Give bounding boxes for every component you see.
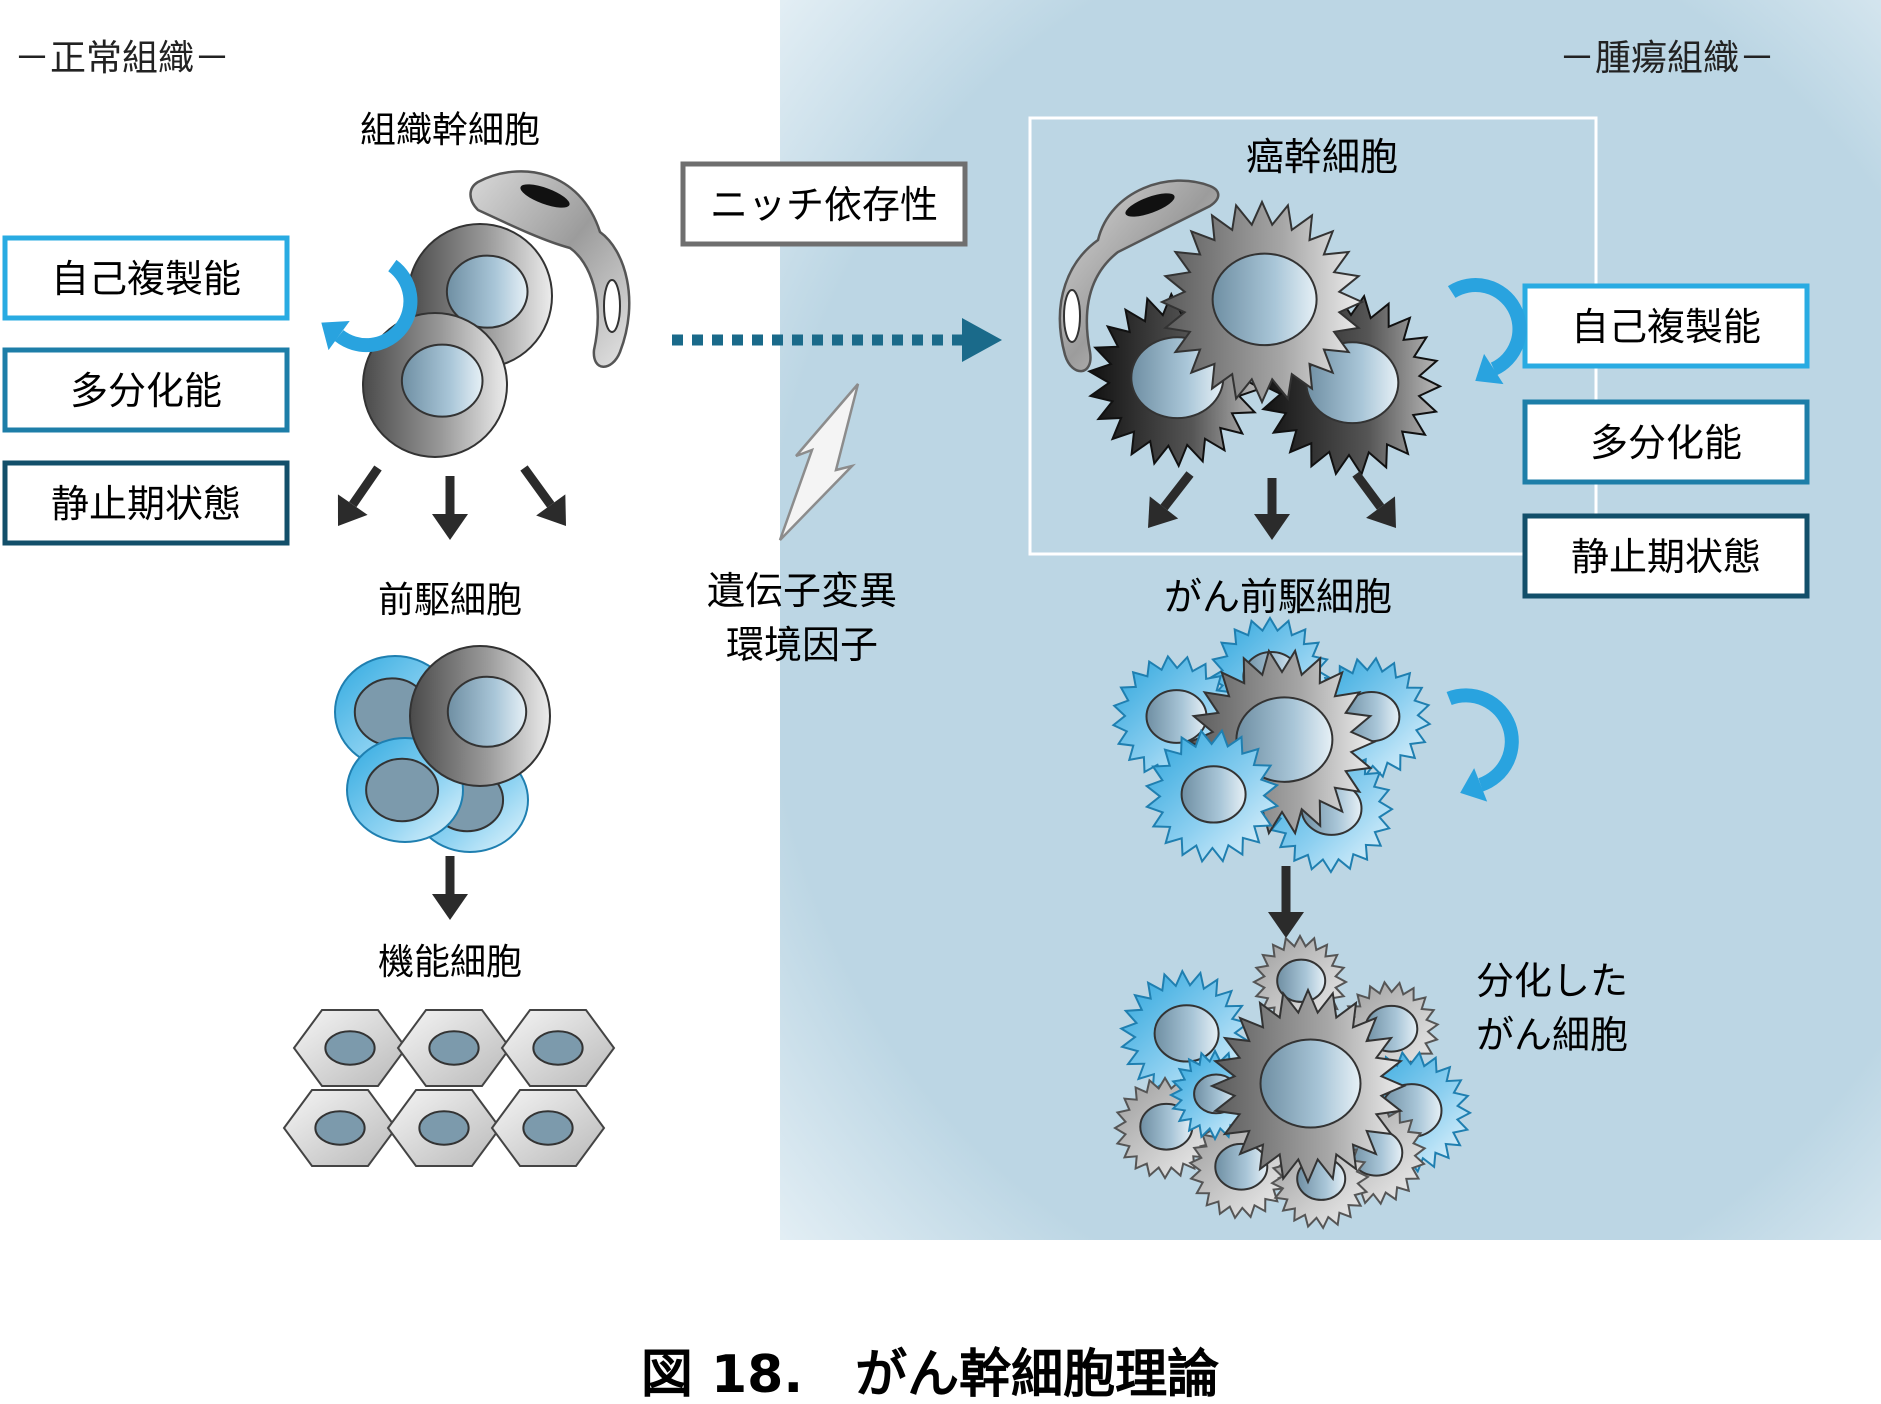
niche-cell-nucleus [1063,289,1081,343]
arrow-head [1460,768,1488,802]
cell-nucleus [324,1030,376,1066]
cell-nucleus [446,675,528,748]
cell-nucleus [1259,1038,1362,1129]
cell-nucleus [445,254,529,329]
functional-cell [282,1089,398,1167]
normal-property-quiescence: 静止期状態 [2,460,290,546]
arrow-head [1366,496,1396,528]
lightning-bolt-icon [778,383,860,541]
cancer-stem-cell-main [1159,199,1365,405]
cell-nucleus [365,757,440,823]
normal-property-self-renewal: 自己複製能 [2,235,290,321]
arrow-head [1148,496,1179,528]
arrow-head [432,894,468,920]
arrow-arc [1447,278,1527,376]
cancer-differentiation-arrow-left [1148,471,1194,528]
tissue-stem-cell-label: 組織幹細胞 [360,110,540,151]
cell-nucleus [532,1030,584,1066]
cell-nucleus [1153,1004,1220,1063]
arrow-arc [1446,688,1519,792]
functional-cell-label: 機能細胞 [378,942,522,983]
normal-tissue-heading: －正常組織－ [14,38,230,79]
cancer-progenitor-cell-label: がん前駆細胞 [1164,575,1392,619]
transformation-arrow [672,318,1002,362]
niche-cell-body [469,170,631,368]
cancer-stem-cell-label: 癌幹細胞 [1246,135,1398,179]
cell-nucleus [428,1030,480,1066]
arrow-head [1254,514,1290,540]
functional-cell [490,1089,606,1167]
arrow-shaft [1352,471,1385,510]
arrow-head [337,494,368,526]
niche-cell-normal [469,170,631,368]
differentiation-arrow-left [337,465,382,526]
cell-nucleus [1180,765,1247,824]
cancer-differentiation-arrow-middle [1254,478,1290,540]
niche-cell-nucleus [520,184,570,208]
property-label: 自己複製能 [51,257,241,301]
tumor-property-self-renewal: 自己複製能 [1522,283,1810,369]
functional-cell [386,1089,502,1167]
differentiated-cancer-stem-cell [1209,987,1407,1185]
cell-nucleus [314,1110,366,1146]
tumor-property-multipotency: 多分化能 [1522,399,1810,485]
functional-cell [396,1009,512,1087]
self-renewal-cycle-arrow-tumor [1447,278,1527,385]
differentiated-cancer-cell-label-line1: 分化した [1476,959,1628,1003]
arrow-shaft [520,465,555,508]
arrow-head [1268,912,1304,938]
niche-dependency-box: ニッチ依存性 [680,161,968,247]
arrow-head [1475,353,1504,385]
differentiation-arrow-middle [432,476,468,540]
arrow-shaft [1160,471,1194,511]
cancer-differentiation-arrow-right [1352,471,1396,528]
cell-nucleus [1276,958,1327,1003]
arrow-head [321,321,350,351]
tissue-stem-cell-front [362,312,508,458]
normal-property-multipotency: 多分化能 [2,347,290,433]
cell-nucleus [1211,252,1318,347]
arrow-head [432,514,468,540]
property-label: 多分化能 [70,369,222,413]
progenitor-stem-cell [409,645,551,787]
environmental-factor-label: 環境因子 [726,623,878,667]
niche-dependency-label: ニッチ依存性 [710,183,938,227]
functional-cell [500,1009,616,1087]
arrow-arc [334,259,418,353]
cancer-progenitor-cell [1144,728,1280,864]
differentiated-cancer-cell-label-line2: がん細胞 [1476,1013,1628,1057]
arrow-head [536,494,566,526]
niche-cell-body [1058,179,1220,373]
niche-cell-nucleus [603,279,621,333]
cell-nucleus [522,1110,574,1146]
differentiation-arrow-right [520,465,566,526]
figure-caption: 図 18. がん幹細胞理論 [641,1345,1219,1400]
property-label: 静止期状態 [51,482,241,526]
gene-mutation-label: 遺伝子変異 [707,569,897,613]
progenitor-cell-label: 前駆細胞 [378,580,522,621]
self-renewal-cycle-arrow-normal [321,259,418,353]
tumor-property-quiescence: 静止期状態 [1522,513,1810,599]
maturation-arrow [432,856,468,920]
cell-nucleus [1214,1142,1269,1191]
cell-graphics [282,170,1527,1230]
self-renewal-cycle-arrow-progenitor [1446,688,1519,802]
arrow-shaft [349,465,382,508]
niche-cell-tumor [1058,179,1220,373]
cancer-maturation-arrow [1268,866,1304,938]
cell-nucleus [400,343,484,418]
tumor-tissue-heading: －腫瘍組織－ [1559,38,1775,79]
niche-cell-nucleus [1125,193,1175,217]
property-label: 静止期状態 [1571,535,1761,579]
cell-nucleus [418,1110,470,1146]
property-label: 自己複製能 [1571,305,1761,349]
property-label: 多分化能 [1590,421,1742,465]
functional-cell [292,1009,408,1087]
